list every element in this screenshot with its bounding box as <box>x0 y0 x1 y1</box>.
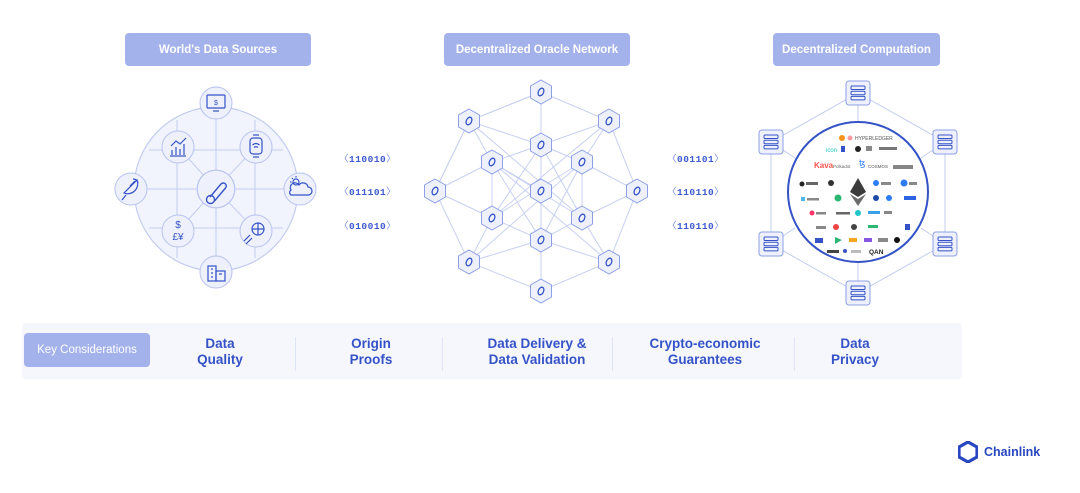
satellite-icon <box>121 178 139 201</box>
building-icon <box>207 265 226 282</box>
key-considerations-label: Key Considerations <box>24 333 150 367</box>
svg-text:ꜩ: ꜩ <box>859 158 865 168</box>
svg-text:$: $ <box>214 100 218 107</box>
chart-icon <box>170 137 187 157</box>
chainlink-logo-icon <box>958 441 978 463</box>
bits-left-3: 〈010010〉 <box>339 221 397 232</box>
bits-right-1: 〈001101〉 <box>667 154 725 165</box>
sports-icon <box>243 222 265 245</box>
currency-icon: $ £¥ <box>172 220 184 243</box>
logo-hyperledger: HYPERLEDGER <box>855 136 893 142</box>
brand-name: Chainlink <box>984 445 1041 459</box>
header-oracle-network: Decentralized Oracle Network <box>444 33 630 66</box>
oracle-nodes <box>423 79 649 304</box>
key-considerations-bar <box>22 323 962 379</box>
bits-left-2: 〈011101〉 <box>339 187 397 198</box>
thermometer-icon <box>205 182 227 205</box>
chainlink-brand: Chainlink <box>958 441 1040 463</box>
blockchain-logos: HYPERLEDGER icon Kava Polkadot ꜩ COSMOS <box>799 135 917 256</box>
data-sources-globe: $ <box>114 86 317 289</box>
bits-left-1: 〈110010〉 <box>339 154 397 165</box>
bits-right-3: 〈110110〉 <box>667 221 725 232</box>
header-decentralized-computation: Decentralized Computation <box>773 33 940 66</box>
divider <box>612 337 613 371</box>
consideration-data-delivery: Data Delivery &Data Validation <box>487 336 587 367</box>
watch-icon <box>249 134 263 158</box>
divider <box>794 337 795 371</box>
divider <box>442 337 443 371</box>
header-data-sources: World's Data Sources <box>125 33 311 66</box>
logo-polkadot: Polkadot <box>833 164 851 169</box>
logo-icon: icon <box>826 148 837 154</box>
divider <box>295 337 296 371</box>
bits-right-2: 〈110110〉 <box>667 187 725 198</box>
logo-kava: Kava <box>814 161 834 170</box>
svg-text:£¥: £¥ <box>172 232 184 243</box>
logo-cosmos: COSMOS <box>868 164 888 169</box>
svg-text:$: $ <box>175 220 181 231</box>
weather-icon <box>289 176 313 196</box>
monitor-icon: $ <box>206 94 226 112</box>
logo-qan: QAN <box>869 249 884 256</box>
